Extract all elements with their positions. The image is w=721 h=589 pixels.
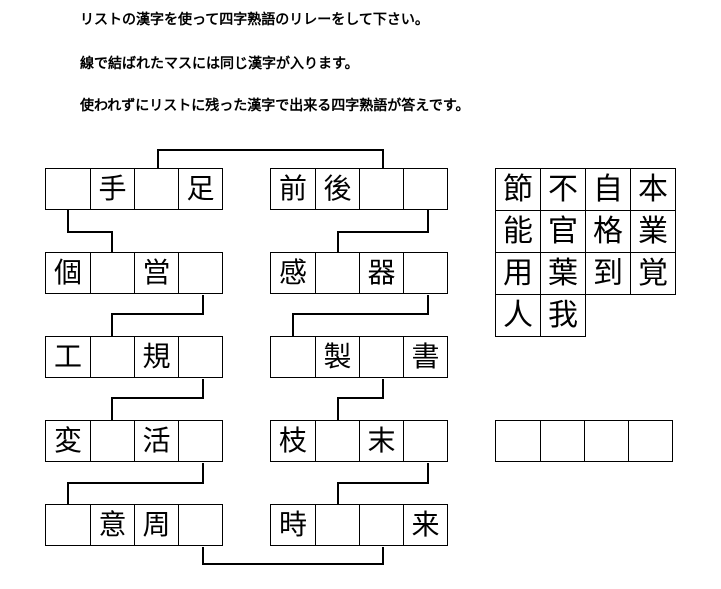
connector-line [337,379,384,420]
kanji-cell[interactable]: 前 [278,172,307,205]
kanji-cell[interactable]: 来 [403,505,447,545]
kanji-cell[interactable]: 後 [315,169,359,209]
kanji-cell[interactable] [359,169,403,209]
connector-line [111,295,204,336]
kanji-list-item: 能 [495,210,541,253]
kanji-cell[interactable]: 器 [359,253,403,293]
answer-cell[interactable] [496,421,540,461]
kanji-cell[interactable] [403,421,447,461]
kanji-cell[interactable]: 変 [53,424,82,457]
answer-row [495,420,673,462]
kanji-cell[interactable] [178,421,222,461]
right-word-row-5: 時 来 [270,504,448,546]
kanji-cell[interactable] [178,505,222,545]
connector-line [67,210,113,252]
kanji-cell[interactable]: 枝 [278,424,307,457]
left-word-row-3: 工 規 [45,336,223,378]
kanji-cell[interactable]: 末 [359,421,403,461]
right-word-row-1: 前 後 [270,168,448,210]
instruction-line-3: 使われずにリストに残った漢字で出来る四字熟語が答えです。 [80,98,470,114]
connector-line [337,463,429,504]
kanji-cell[interactable] [90,253,134,293]
kanji-cell[interactable]: 足 [178,169,222,209]
kanji-list-item: 人 [495,294,541,337]
answer-cell[interactable] [584,421,628,461]
kanji-list-item: 本 [630,168,676,211]
connector-line [202,547,384,565]
kanji-cell[interactable]: 時 [278,508,307,541]
kanji-cell[interactable]: 周 [134,505,178,545]
kanji-cell[interactable]: 意 [90,505,134,545]
kanji-list-item: 用 [495,252,541,295]
kanji-list-item: 不 [540,168,586,211]
kanji-list-item: 業 [630,210,676,253]
connector-line [157,149,384,168]
kanji-cell[interactable] [46,169,90,209]
answer-cell[interactable] [540,421,584,461]
kanji-cell[interactable]: 手 [90,169,134,209]
left-word-row-1: 手 足 [45,168,223,210]
kanji-cell[interactable] [178,337,222,377]
kanji-list-item: 葉 [540,252,586,295]
connector-line [292,295,429,336]
kanji-cell[interactable]: 営 [134,253,178,293]
kanji-cell[interactable] [359,505,403,545]
instruction-line-1: リストの漢字を使って四字熟語のリレーをして下さい。 [80,12,429,28]
right-word-row-2: 感 器 [270,252,448,294]
kanji-list-item: 到 [585,252,631,295]
kanji-list-item: 覚 [630,252,676,295]
left-word-row-2: 個 営 [45,252,223,294]
kanji-cell[interactable] [134,169,178,209]
kanji-list: 節 不 自 本 能 官 格 業 用 葉 到 覚 人 我 [495,168,677,338]
kanji-cell[interactable] [178,253,222,293]
kanji-cell[interactable]: 書 [403,337,447,377]
kanji-cell[interactable]: 規 [134,337,178,377]
kanji-cell[interactable] [403,169,447,209]
kanji-list-item: 格 [585,210,631,253]
kanji-cell[interactable] [46,505,90,545]
kanji-cell[interactable]: 工 [53,340,82,373]
connector-line [111,379,204,420]
left-word-row-4: 変 活 [45,420,223,462]
right-word-row-3: 製 書 [270,336,448,378]
kanji-cell[interactable]: 製 [315,337,359,377]
kanji-cell[interactable]: 感 [278,256,307,289]
kanji-cell[interactable] [359,337,403,377]
kanji-cell[interactable] [315,253,359,293]
kanji-cell[interactable] [90,421,134,461]
kanji-cell[interactable] [90,337,134,377]
kanji-list-item: 官 [540,210,586,253]
instruction-line-2: 線で結ばれたマスには同じ漢字が入ります。 [80,56,359,72]
kanji-cell[interactable]: 個 [53,256,82,289]
connector-line [67,463,204,504]
connector-line [337,210,429,252]
left-word-row-5: 意 周 [45,504,223,546]
right-word-row-4: 枝 末 [270,420,448,462]
kanji-cell[interactable] [403,253,447,293]
kanji-cell[interactable]: 活 [134,421,178,461]
answer-cell[interactable] [628,421,672,461]
kanji-list-item: 我 [540,294,586,337]
kanji-cell[interactable] [271,337,315,377]
kanji-list-item: 自 [585,168,631,211]
kanji-cell[interactable] [315,505,359,545]
kanji-cell[interactable] [315,421,359,461]
kanji-list-item: 節 [495,168,541,211]
